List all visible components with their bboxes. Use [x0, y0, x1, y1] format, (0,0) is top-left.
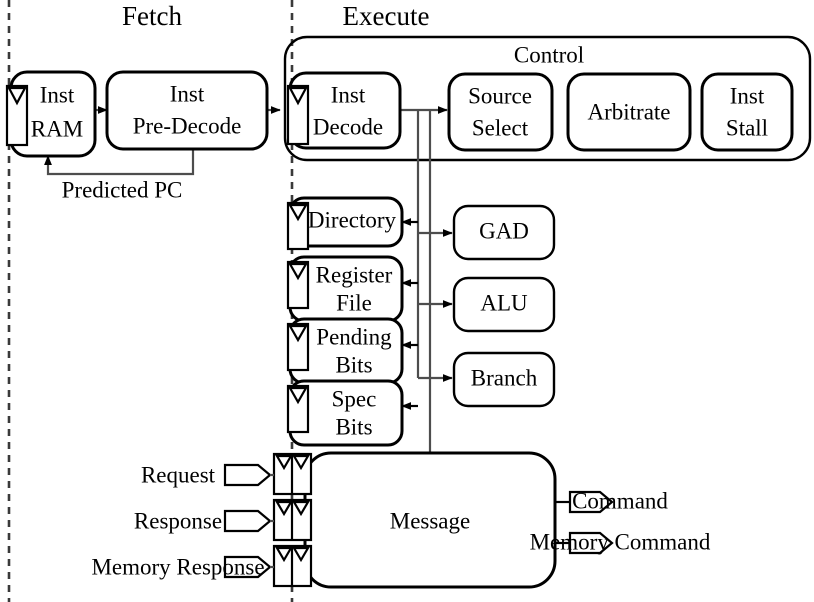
block-inst-decode[interactable]: Inst Decode [288, 71, 402, 150]
latch-spec-bits [286, 384, 310, 434]
block-pending-bits[interactable]: Pending Bits [288, 317, 404, 385]
block-alu[interactable]: ALU [452, 276, 556, 333]
latch-memory-response [272, 544, 313, 588]
port-request[interactable] [223, 463, 274, 487]
latch-register-file [286, 260, 310, 310]
block-inst-pre-decode[interactable]: Inst Pre-Decode [105, 70, 269, 151]
latch-pending-bits [286, 322, 310, 372]
port-label-request: Request [141, 462, 216, 487]
block-source-select[interactable]: Source Select [447, 72, 554, 152]
signal-label-predicted-pc: Predicted PC [62, 177, 183, 202]
block-spec-bits-label-2: Bits [335, 414, 372, 439]
wire-predicted-pc-feedback [44, 149, 195, 176]
block-spec-bits[interactable]: Spec Bits [288, 379, 404, 447]
block-directory-label: Directory [308, 207, 397, 232]
port-memory-command[interactable] [555, 531, 614, 555]
block-inst-ram-label-1: Inst [40, 82, 75, 107]
latch-inst-ram [5, 84, 29, 147]
block-inst-stall[interactable]: Inst Stall [700, 72, 794, 152]
port-label-memory-response: Memory Response [91, 554, 264, 579]
latch-request [272, 452, 313, 496]
block-directory[interactable]: Directory [288, 196, 404, 248]
block-inst-pre-decode-label-2: Pre-Decode [133, 113, 242, 138]
block-inst-ram[interactable]: Inst RAM [9, 70, 97, 158]
block-pending-bits-label-1: Pending [316, 324, 392, 349]
control-group-box [283, 35, 812, 162]
block-register-file-label-2: File [336, 290, 372, 315]
block-inst-decode-label-2: Decode [313, 114, 383, 139]
block-gad-label: GAD [479, 218, 529, 243]
stage-label-fetch: Fetch [122, 1, 182, 31]
group-label-control: Control [514, 42, 584, 67]
block-register-file-label-1: Register [316, 262, 393, 287]
block-inst-decode-label-1: Inst [331, 82, 366, 107]
block-alu-label: ALU [480, 290, 528, 315]
port-response[interactable] [223, 509, 274, 533]
block-inst-stall-label-2: Stall [726, 115, 768, 140]
latch-directory [286, 201, 310, 251]
block-inst-stall-label-1: Inst [730, 83, 765, 108]
port-command[interactable] [555, 490, 614, 514]
port-memory-response[interactable] [223, 555, 274, 579]
latch-inst-decode [286, 84, 310, 146]
block-message-label: Message [390, 508, 470, 533]
port-label-response: Response [134, 508, 222, 533]
block-source-select-label-1: Source [468, 83, 532, 108]
block-branch-label: Branch [471, 365, 538, 390]
latch-response [272, 498, 313, 542]
stage-label-execute: Execute [343, 1, 430, 31]
block-arbitrate-label: Arbitrate [587, 99, 670, 124]
block-branch[interactable]: Branch [452, 351, 556, 408]
block-pending-bits-label-2: Bits [335, 352, 372, 377]
block-arbitrate[interactable]: Arbitrate [566, 72, 692, 152]
block-message[interactable]: Message [303, 451, 557, 589]
block-register-file[interactable]: Register File [288, 255, 404, 323]
block-spec-bits-label-1: Spec [332, 386, 377, 411]
port-label-command: Command [572, 488, 668, 513]
block-inst-pre-decode-label-1: Inst [170, 81, 205, 106]
port-label-memory-command: Memory Command [530, 529, 711, 554]
block-inst-ram-label-2: RAM [31, 116, 83, 141]
block-gad[interactable]: GAD [452, 204, 556, 261]
block-source-select-label-2: Select [472, 115, 529, 140]
